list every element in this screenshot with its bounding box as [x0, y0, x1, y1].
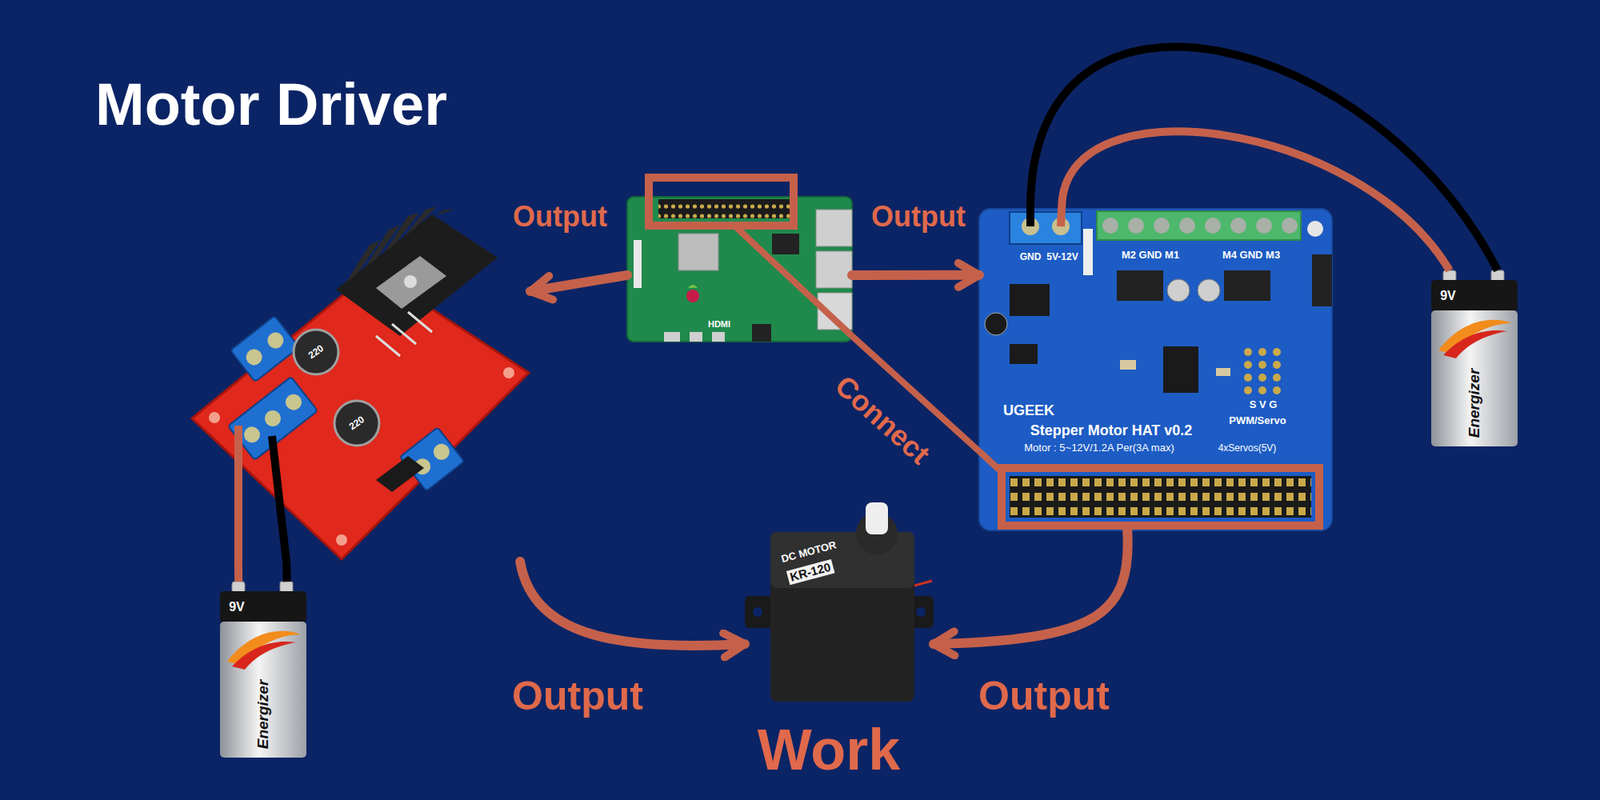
servo-motor — [744, 502, 934, 702]
terminal-label: GND — [1020, 252, 1042, 263]
arrow-connector — [933, 530, 1128, 644]
stepper-motor-hat — [979, 208, 1332, 531]
voltage-label: 9V — [1440, 289, 1456, 304]
battery-9v: 9V Energizer — [217, 581, 309, 760]
terminal-label: M4 GND M3 — [1222, 249, 1280, 261]
brand-label: Energizer — [255, 680, 272, 750]
brand-label: UGEEK — [1003, 403, 1055, 419]
l298n-board — [192, 206, 529, 562]
edge-label: Output — [508, 675, 647, 718]
servo-motor: DC MOTORKR-120 — [744, 500, 934, 704]
capacitor-value: 220 — [347, 414, 367, 432]
arrow-connector — [852, 270, 980, 280]
power-wire — [234, 561, 243, 582]
stepper-motor-hat: GND 5V-12V M2 GND M1 M4 GND M3 UGEEK Stepper … — [979, 208, 1332, 531]
raspberry-pi-board — [627, 177, 852, 342]
capacitor-value: 220 — [306, 343, 326, 361]
edge-label: Output — [509, 201, 611, 232]
terminal-label: M2 GND M1 — [1121, 249, 1180, 261]
port-label: HDMI — [708, 320, 731, 330]
pin-label: S V G — [1249, 399, 1278, 411]
raspberry-pi: HDMI — [627, 173, 852, 350]
battery-9v — [1431, 270, 1518, 447]
pin-label: PWM/Servo — [1228, 415, 1287, 427]
battery-9v: 9V Energizer — [1428, 270, 1520, 448]
voltage-label: 9V — [228, 600, 245, 615]
board-name: Stepper Motor HAT v0.2 — [1030, 423, 1193, 439]
power-wire — [1061, 131, 1450, 271]
power-wire — [1030, 47, 1498, 271]
header-label: 4xServos(5V) — [1218, 443, 1277, 454]
terminal-label: 5V-12V — [1046, 252, 1078, 263]
edge-label: Output — [975, 675, 1113, 718]
model-label: KR-120 — [786, 559, 835, 585]
power-wire — [282, 561, 292, 582]
caption-label: Work — [757, 720, 901, 781]
arrow-connector — [530, 275, 628, 292]
arrow-connector — [520, 561, 745, 646]
spec-note: Motor : 5~12V/1.2A Per(3A max) — [1024, 442, 1175, 454]
edge-label: Output — [868, 201, 969, 232]
diagram-title: Motor Driver — [95, 73, 448, 136]
brand-label: Energizer — [1466, 368, 1483, 439]
battery-9v — [220, 581, 307, 758]
edge-label: Connect — [827, 368, 938, 472]
l298n-driver-board: 220 220 — [188, 204, 531, 562]
